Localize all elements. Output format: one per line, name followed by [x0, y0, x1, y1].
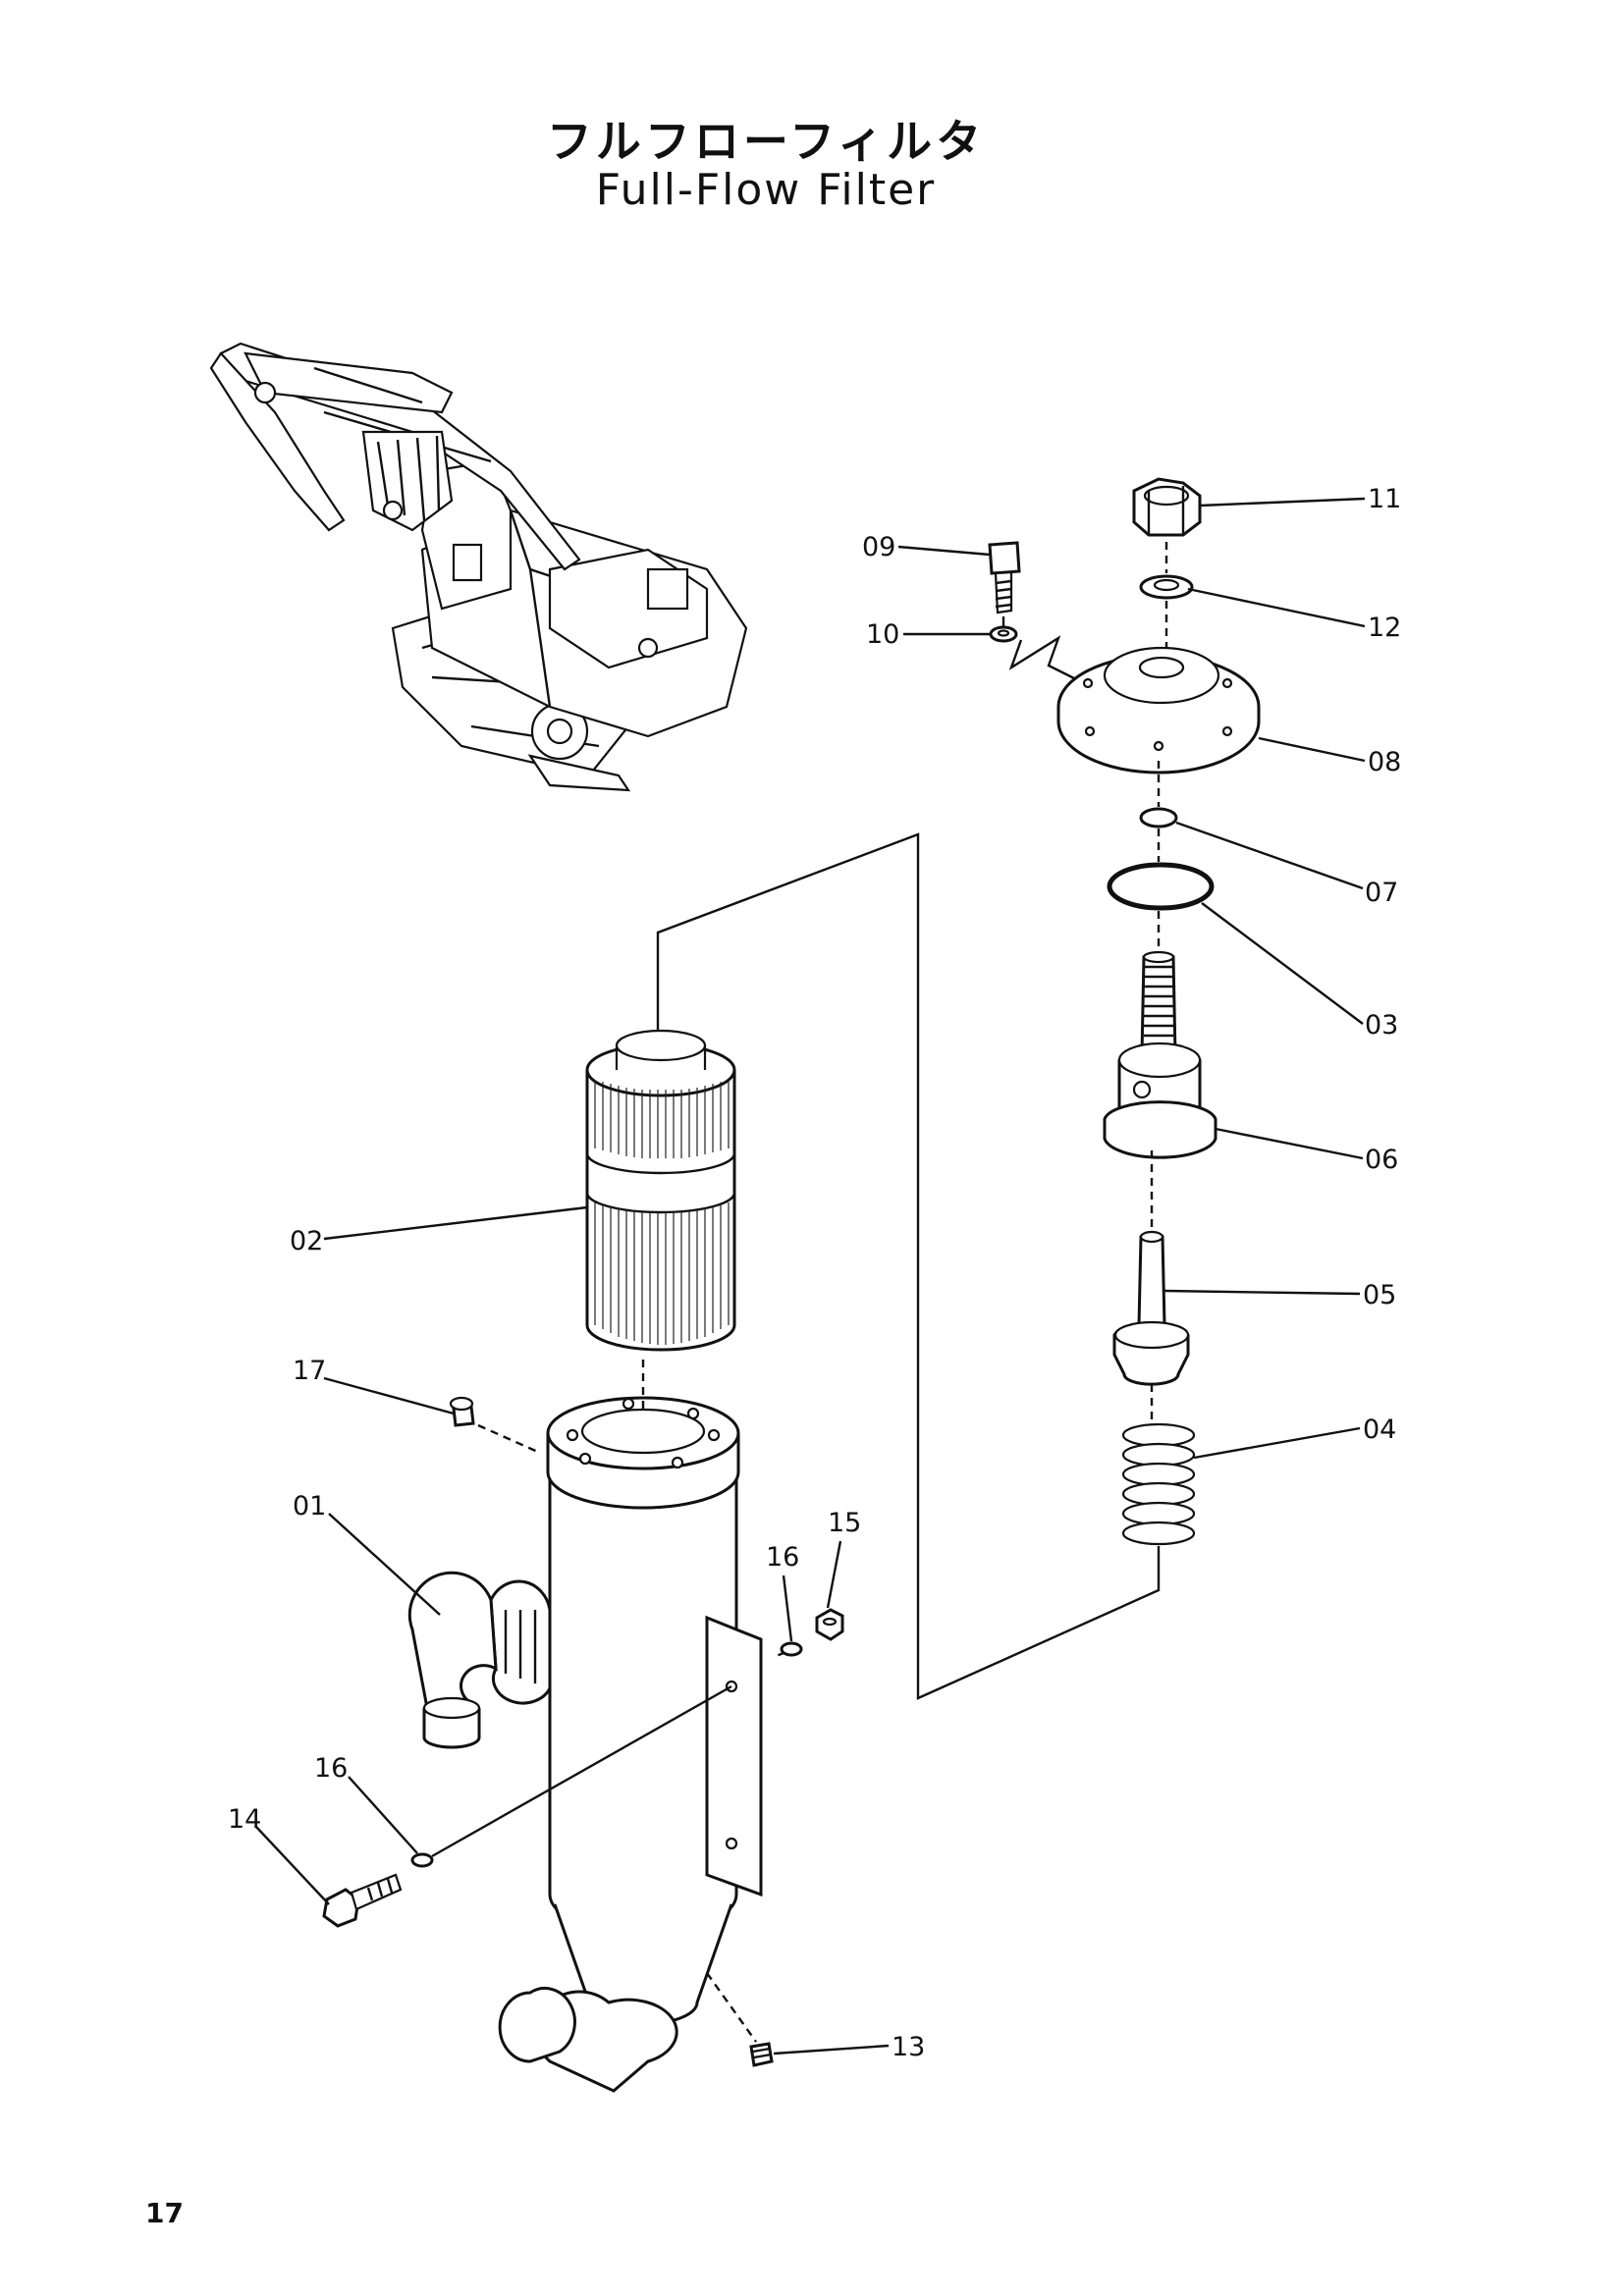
washer-part-left — [410, 1852, 434, 1868]
spring-part — [1121, 1422, 1196, 1546]
callout-08: 08 — [1368, 747, 1401, 777]
page-number: 17 — [145, 2197, 184, 2229]
callout-12: 12 — [1368, 613, 1401, 643]
valve-stem-part — [1112, 1230, 1190, 1386]
valve-body-part — [1103, 950, 1217, 1159]
cover-plate-part — [1056, 646, 1261, 774]
callout-09: 09 — [862, 532, 895, 562]
callout-02: 02 — [290, 1226, 323, 1256]
filter-element-part — [585, 1029, 736, 1352]
callout-10: 10 — [866, 619, 899, 650]
filter-housing-part — [407, 1396, 763, 2093]
callout-15: 15 — [828, 1508, 861, 1538]
page-title-japanese: フルフローフィルタ — [546, 115, 986, 168]
assembly-lines — [431, 542, 1168, 2043]
callout-16-left: 16 — [314, 1753, 348, 1784]
callout-07: 07 — [1365, 878, 1398, 908]
callout-03: 03 — [1365, 1010, 1398, 1041]
callout-leaders — [254, 497, 1366, 2056]
callout-16-right: 16 — [766, 1542, 799, 1573]
small-washer-part — [989, 625, 1018, 643]
callout-06: 06 — [1365, 1145, 1398, 1175]
hex-bolt-part — [322, 1873, 403, 1928]
bolt-part — [988, 541, 1021, 614]
lock-washer-part — [1139, 574, 1194, 600]
callout-05: 05 — [1363, 1280, 1396, 1310]
large-o-ring-part — [1107, 862, 1215, 911]
plug-part — [449, 1396, 475, 1427]
callout-01: 01 — [293, 1491, 326, 1522]
excavator-locator-illustration — [209, 342, 748, 792]
callout-13: 13 — [892, 2032, 925, 2062]
drain-plug-part — [749, 2042, 774, 2067]
hex-nut-small-part — [815, 1608, 844, 1641]
page-title-english: Full-Flow Filter — [595, 165, 937, 215]
washer-part-right — [780, 1641, 803, 1657]
callout-14: 14 — [228, 1804, 261, 1835]
callout-11: 11 — [1368, 484, 1401, 514]
callout-17: 17 — [293, 1356, 326, 1386]
hex-nut-part — [1132, 477, 1202, 537]
callout-04: 04 — [1363, 1415, 1396, 1445]
small-o-ring-part — [1139, 807, 1178, 828]
callout-labels: 11 12 08 07 03 06 05 04 09 10 02 17 01 1… — [228, 484, 1401, 2062]
